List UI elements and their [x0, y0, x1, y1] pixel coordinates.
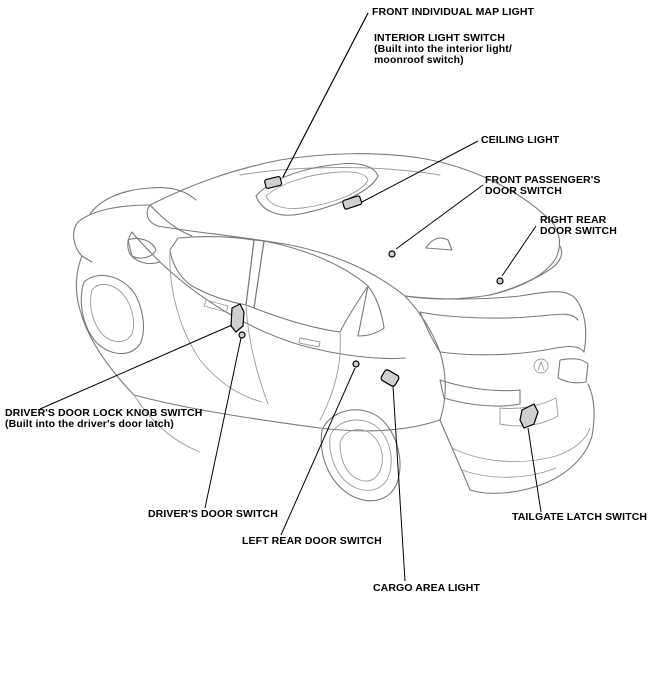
label-front-passenger-door-switch: FRONT PASSENGER'S — [485, 174, 601, 186]
leader-lines — [39, 12, 542, 582]
label-left-rear-door-switch: LEFT REAR DOOR SWITCH — [242, 535, 382, 547]
label-ceiling-light: CEILING LIGHT — [481, 134, 560, 146]
tailgate-latch-marker — [519, 403, 539, 429]
component-markers — [230, 176, 539, 429]
leader-front-passenger-door-switch — [395, 184, 484, 250]
label-drivers-door-switch: DRIVER'S DOOR SWITCH — [148, 508, 278, 520]
leader-drivers-door-switch — [204, 337, 242, 509]
front-individual-map-light-marker — [264, 176, 283, 189]
label-right-rear-door-switch: RIGHT REAR — [540, 214, 607, 226]
cargo-area-light-marker — [380, 369, 400, 387]
leader-ceiling-light — [361, 140, 479, 203]
label-drivers-door-lock-knob-switch-note: (Built into the driver's door latch) — [5, 418, 174, 430]
leader-left-rear-door-switch — [280, 367, 356, 536]
leader-drivers-door-lock-knob-switch — [39, 324, 233, 410]
front-passenger-door-switch-marker — [388, 250, 396, 258]
label-interior-light-switch: INTERIOR LIGHT SWITCH — [374, 32, 506, 44]
label-front-individual-map-light: FRONT INDIVIDUAL MAP LIGHT — [372, 6, 535, 18]
drivers-door-latch-marker — [230, 303, 245, 333]
right-rear-door-switch-marker — [496, 277, 504, 285]
ceiling-light-marker — [342, 195, 363, 210]
leader-cargo-area-light — [392, 385, 406, 582]
vehicle-outline — [73, 153, 595, 502]
leader-interior-light-switch — [282, 12, 369, 178]
label-interior-light-switch-note-1: (Built into the interior light/ — [374, 43, 512, 55]
drivers-door-switch-marker — [238, 331, 246, 339]
label-drivers-door-lock-knob-switch: DRIVER'S DOOR LOCK KNOB SWITCH — [5, 407, 203, 419]
label-tailgate-latch-switch: TAILGATE LATCH SWITCH — [512, 511, 648, 523]
label-cargo-area-light: CARGO AREA LIGHT — [373, 582, 480, 594]
left-rear-door-switch-marker — [352, 360, 360, 368]
leader-tailgate-latch-switch — [527, 427, 542, 513]
label-right-rear-door-switch-2: DOOR SWITCH — [540, 225, 617, 237]
leader-right-rear-door-switch — [501, 225, 537, 277]
label-interior-light-switch-note-2: moonroof switch) — [374, 54, 464, 66]
label-front-passenger-door-switch-2: DOOR SWITCH — [485, 185, 562, 197]
